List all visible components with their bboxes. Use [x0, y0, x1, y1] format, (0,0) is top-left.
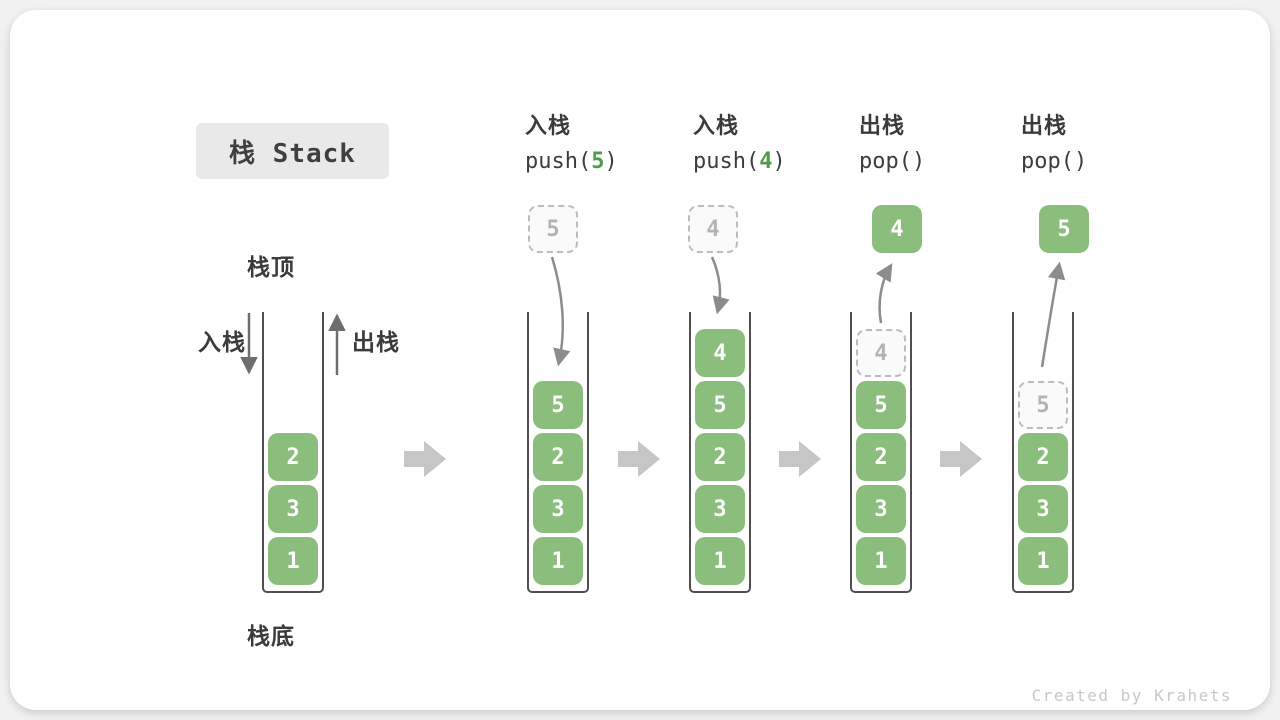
stack-cell: 2: [695, 433, 745, 481]
step-arrow-icon: [404, 441, 446, 477]
step-arrow-icon: [779, 441, 821, 477]
incoming-element-5: 5: [528, 205, 578, 253]
header-cn-label: 出栈: [1021, 114, 1068, 139]
pop-side-label: 出栈: [352, 330, 400, 356]
stack-cell: 2: [1018, 433, 1068, 481]
header-cn-label: 出栈: [859, 114, 906, 139]
header-pop-5: 出栈 pop(): [1021, 116, 1087, 173]
stack-cell: 1: [695, 537, 745, 585]
step-arrow-icon: [940, 441, 982, 477]
stack-cell: 3: [268, 485, 318, 533]
header-pop-4: 出栈 pop(): [859, 116, 925, 173]
stack-cell: 3: [695, 485, 745, 533]
stack-cell: 3: [1018, 485, 1068, 533]
stack-cell: 5: [856, 381, 906, 429]
code-arg: 5: [591, 149, 605, 174]
header-code-label: push(5): [525, 151, 618, 173]
code-post: ): [772, 149, 786, 174]
header-cn-label: 入栈: [693, 114, 740, 139]
incoming-element-4: 4: [688, 205, 738, 253]
code-pre: push(: [693, 149, 760, 174]
stack-cell: 5: [695, 381, 745, 429]
stack-cell: 1: [533, 537, 583, 585]
code-pre: pop(): [1021, 149, 1088, 174]
code-pre: pop(): [859, 149, 926, 174]
push-4-motion-arrow-icon: [710, 256, 730, 315]
stack-bottom-label: 栈底: [247, 624, 295, 650]
stack-container-4: [850, 312, 912, 593]
title-chip: 栈 Stack: [196, 123, 389, 179]
stack-cell: 5: [533, 381, 583, 429]
stack-cell-ghost: 4: [856, 329, 906, 377]
header-cn-label: 入栈: [525, 114, 572, 139]
header-push-4: 入栈 push(4): [693, 116, 786, 173]
popped-element-4: 4: [872, 205, 922, 253]
stack-cell: 2: [533, 433, 583, 481]
header-code-label: pop(): [1021, 151, 1087, 173]
header-push-5: 入栈 push(5): [525, 116, 618, 173]
stack-container-1: [262, 312, 324, 593]
watermark: Created by Krahets: [1031, 686, 1232, 705]
header-code-label: pop(): [859, 151, 925, 173]
stack-cell: 2: [268, 433, 318, 481]
stack-container-3: [689, 312, 751, 593]
stack-cell: 2: [856, 433, 906, 481]
diagram-card: 栈 Stack 入栈 push(5) 入栈 push(4) 出栈 pop() 出…: [10, 10, 1270, 710]
stack-cell: 1: [856, 537, 906, 585]
stack-container-5: [1012, 312, 1074, 593]
page-title: 栈 Stack: [229, 138, 356, 169]
stack-cell-ghost: 5: [1018, 381, 1068, 429]
popped-element-5: 5: [1039, 205, 1089, 253]
stack-cell: 1: [268, 537, 318, 585]
arrows-overlay: [240, 256, 1066, 477]
step-arrow-icon: [618, 441, 660, 477]
stack-cell: 3: [533, 485, 583, 533]
code-post: ): [604, 149, 618, 174]
push-side-label: 入栈: [198, 330, 246, 356]
code-arg: 4: [759, 149, 773, 174]
stack-cell: 1: [1018, 537, 1068, 585]
stack-cell: 3: [856, 485, 906, 533]
code-pre: push(: [525, 149, 592, 174]
stack-top-label: 栈顶: [247, 255, 295, 281]
header-code-label: push(4): [693, 151, 786, 173]
stack-cell: 4: [695, 329, 745, 377]
stack-container-2: [527, 312, 589, 593]
